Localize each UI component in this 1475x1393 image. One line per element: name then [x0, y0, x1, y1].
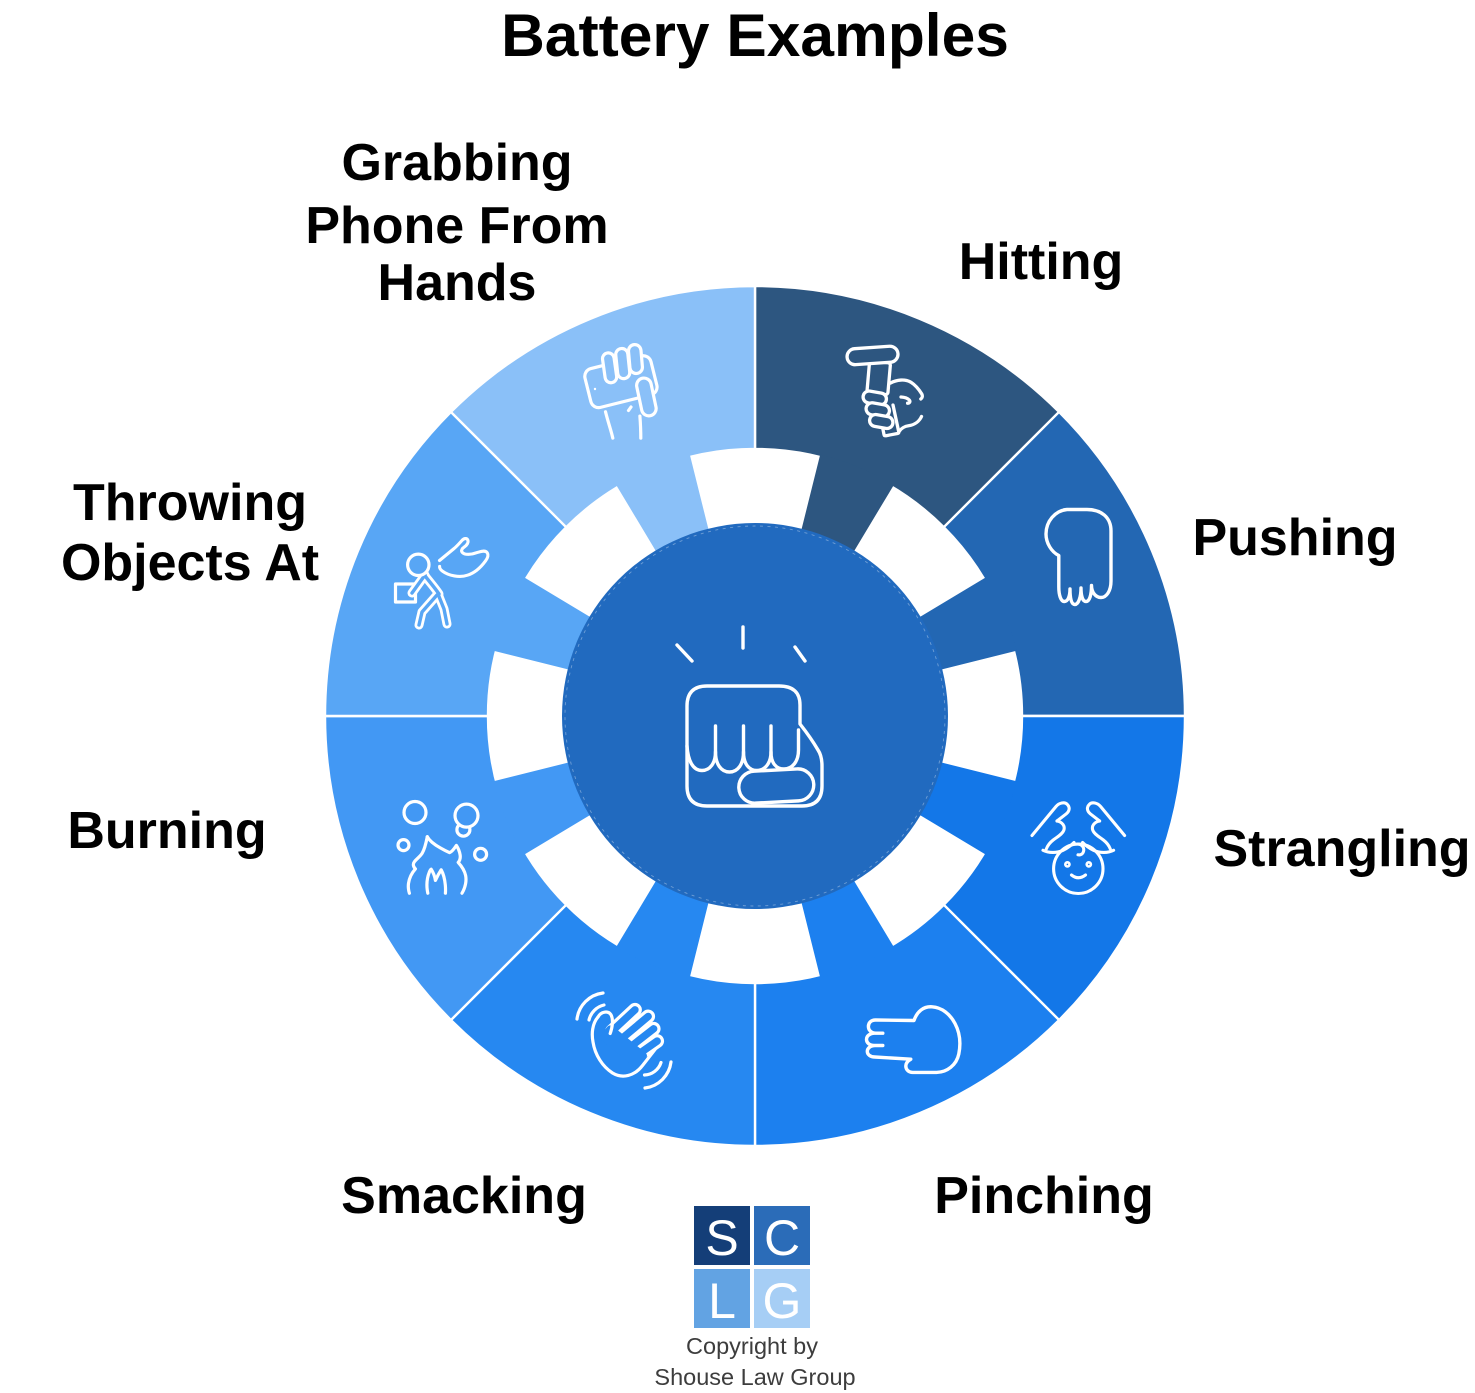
svg-text:Shouse Law Group: Shouse Law Group	[654, 1364, 855, 1390]
svg-text:Pushing: Pushing	[1192, 509, 1397, 567]
svg-text:C: C	[764, 1210, 800, 1266]
svg-text:G: G	[763, 1273, 802, 1329]
svg-text:Objects At: Objects At	[61, 534, 319, 592]
svg-text:Phone From: Phone From	[305, 197, 608, 255]
svg-text:Strangling: Strangling	[1213, 820, 1470, 878]
svg-text:Hitting: Hitting	[959, 233, 1124, 291]
svg-text:Pinching: Pinching	[934, 1167, 1154, 1225]
svg-text:Grabbing: Grabbing	[341, 134, 572, 192]
svg-text:L: L	[708, 1273, 736, 1329]
svg-text:Burning: Burning	[67, 802, 266, 860]
svg-text:Hands: Hands	[378, 254, 537, 312]
svg-text:Copyright by: Copyright by	[686, 1333, 818, 1359]
svg-text:Throwing: Throwing	[73, 474, 307, 532]
svg-text:Battery Examples: Battery Examples	[501, 1, 1009, 69]
svg-text:Smacking: Smacking	[341, 1167, 587, 1225]
svg-text:S: S	[705, 1210, 738, 1266]
